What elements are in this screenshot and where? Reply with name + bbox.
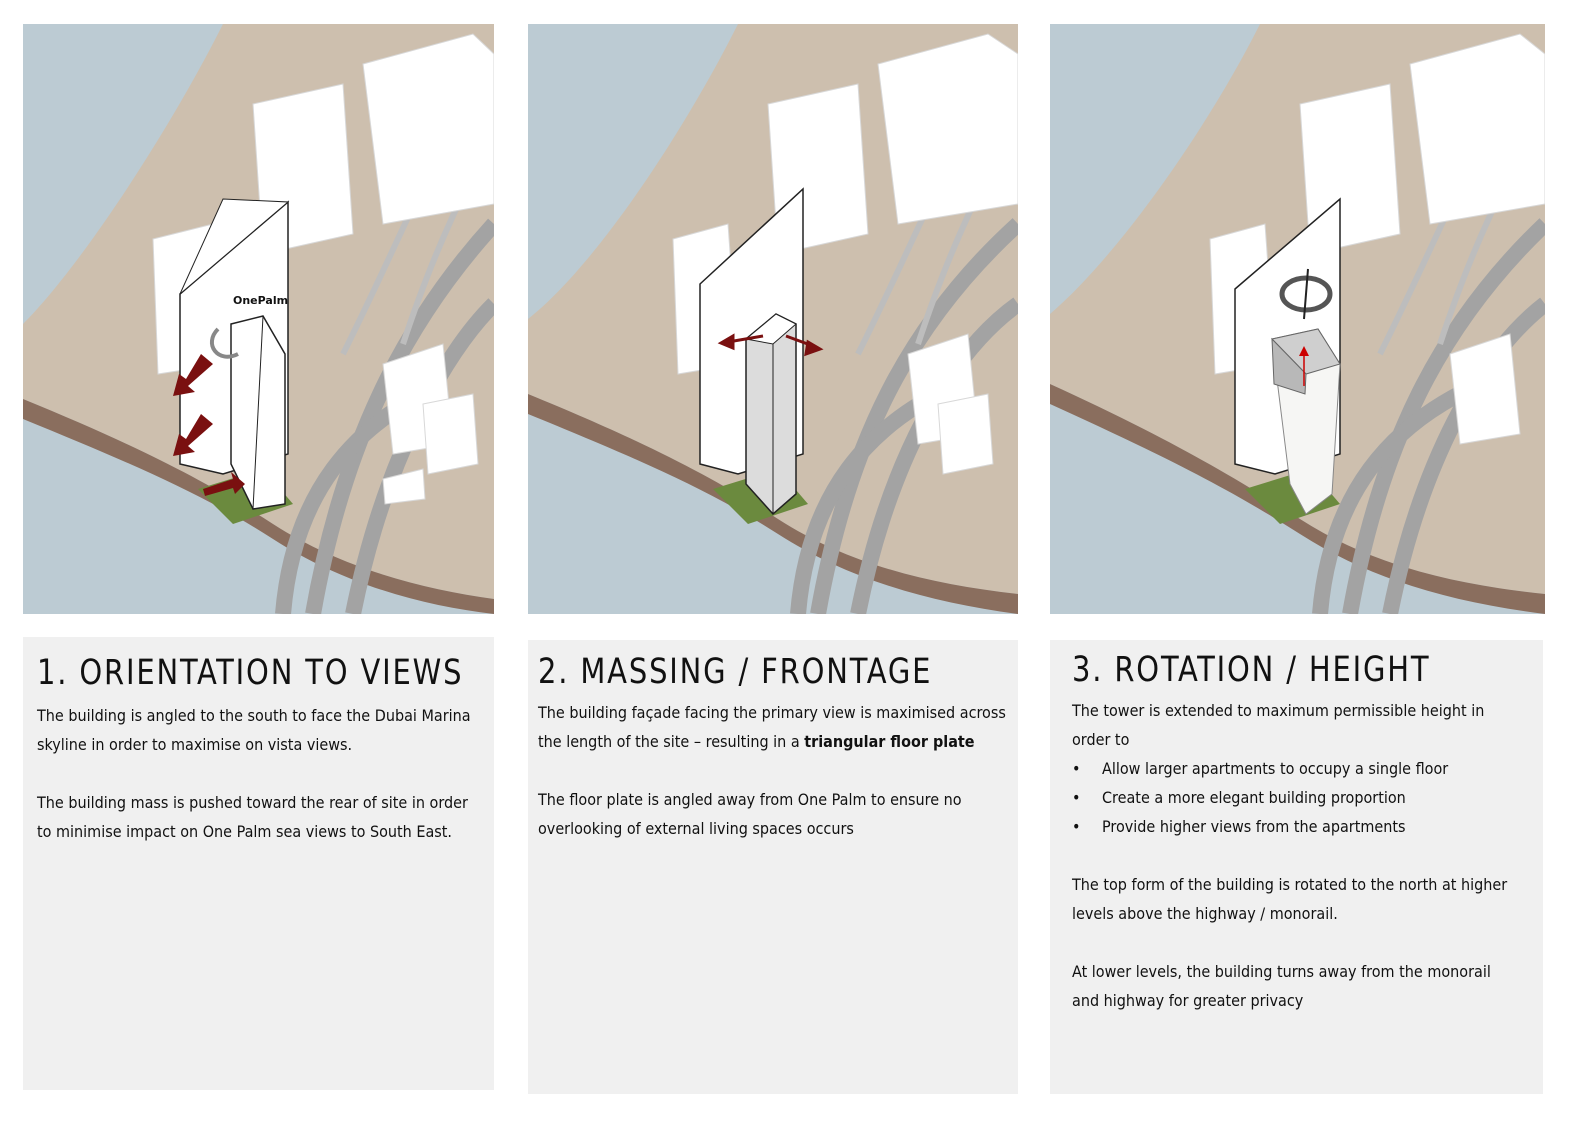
list-item: •Provide higher views from the apartment… <box>1072 812 1521 841</box>
shoreline <box>23 399 494 614</box>
massing-paragraph-1: The building façade facing the primary v… <box>538 698 1008 756</box>
context-buildings <box>672 33 1018 475</box>
massing-paragraph-1-text: The building façade facing the primary v… <box>538 703 1006 751</box>
diagram-panel-1: OnePalm <box>23 24 494 614</box>
bullet-dot: • <box>1072 817 1081 836</box>
onepalm-label: OnePalm <box>233 294 288 307</box>
heading-orientation: 1. ORIENTATION TO VIEWS <box>37 653 464 693</box>
shoreline <box>1050 384 1545 614</box>
massing-paragraph-1-bold: triangular floor plate <box>804 732 975 751</box>
rotation-bullet-list: •Allow larger apartments to occupy a sin… <box>1072 754 1521 841</box>
rotation-intro: The tower is extended to maximum permiss… <box>1072 701 1485 749</box>
massing-paragraph-2: The floor plate is angled away from One … <box>538 790 962 838</box>
heading-massing: 2. MASSING / FRONTAGE <box>538 652 933 692</box>
heading-rotation: 3. ROTATION / HEIGHT <box>1072 650 1431 690</box>
rotation-icon <box>1279 275 1333 313</box>
bullet-dot: • <box>1072 788 1081 807</box>
frontage-arrows <box>717 333 824 357</box>
rotate-arrow <box>210 327 239 359</box>
orientation-paragraph-2: The building mass is pushed toward the r… <box>37 793 468 841</box>
orientation-paragraph-1: The building is angled to the south to f… <box>37 706 471 754</box>
diagram-panel-3 <box>1050 24 1545 614</box>
orientation-diagram: OnePalm <box>23 24 494 614</box>
direction-arrows <box>173 354 245 496</box>
text-box-3: 3. ROTATION / HEIGHT The tower is extend… <box>1050 640 1543 1094</box>
highway-roads <box>1312 218 1545 614</box>
shoreline <box>528 394 1018 614</box>
bullet-dot: • <box>1072 759 1081 778</box>
rotation-paragraph-2: The top form of the building is rotated … <box>1072 875 1508 923</box>
rotation-diagram <box>1050 24 1545 614</box>
text-box-1: 1. ORIENTATION TO VIEWS The building is … <box>23 637 494 1090</box>
text-box-2: 2. MASSING / FRONTAGE The building façad… <box>528 640 1018 1094</box>
list-item: •Allow larger apartments to occupy a sin… <box>1072 754 1521 783</box>
massing-diagram <box>528 24 1018 614</box>
rotation-paragraph-3: At lower levels, the building turns away… <box>1072 962 1491 1010</box>
list-item: •Create a more elegant building proporti… <box>1072 783 1521 812</box>
diagram-panel-2 <box>528 24 1018 614</box>
